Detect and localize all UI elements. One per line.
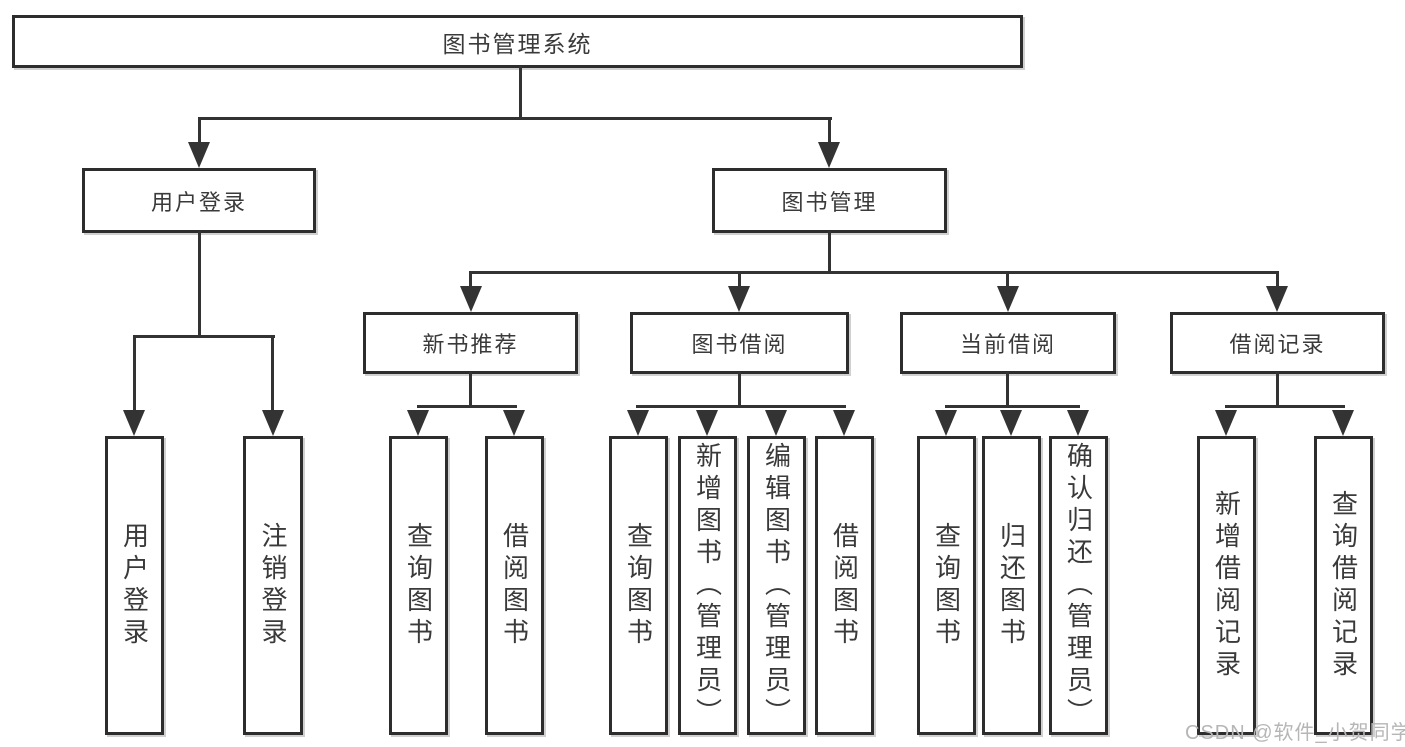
leaf-newbooks-query: 查询图书 [389,436,448,735]
leaf-current-confirm-label: 确认归还（管理员） [1063,441,1094,730]
connector-line [198,231,201,338]
arrowhead-down-icon [1266,286,1288,312]
arrowhead-down-icon [833,410,855,436]
arrowhead-down-icon [728,286,750,312]
connector-line [1225,405,1345,408]
connector-line [469,272,472,286]
arrowhead-down-icon [935,410,957,436]
leaf-current-query: 查询图书 [917,436,976,735]
connector-line [738,272,741,286]
node-user-login-label: 用户登录 [150,189,247,215]
leaf-newbooks-borrow-label: 借阅图书 [499,521,530,650]
connector-line [469,372,472,408]
node-root: 图书管理系统 [12,15,1023,68]
arrowhead-down-icon [262,410,284,436]
arrowhead-down-icon [503,410,525,436]
node-current-borrow: 当前借阅 [900,312,1116,374]
node-book-borrow: 图书借阅 [630,312,849,374]
leaf-newbooks-query-label: 查询图书 [403,521,434,650]
leaf-current-confirm: 确认归还（管理员） [1049,436,1108,735]
leaf-current-return: 归还图书 [982,436,1041,735]
connector-line [945,405,1080,408]
node-new-books: 新书推荐 [363,312,578,374]
leaf-borrow-edit: 编辑图书（管理员） [747,436,806,735]
watermark: CSDN @软件_小贺同学 [1185,722,1405,744]
arrowhead-down-icon [1067,410,1089,436]
arrowhead-down-icon [407,410,429,436]
node-borrow-records-label: 借阅记录 [1229,332,1326,357]
leaf-user-login: 用户登录 [105,436,164,735]
leaf-borrow-add-label: 新增图书（管理员） [692,441,723,730]
leaf-logout: 注销登录 [243,436,303,735]
connector-line [133,335,275,338]
connector-line [519,66,522,119]
leaf-borrow-query: 查询图书 [609,436,668,735]
connector-line [469,271,1279,274]
node-user-login: 用户登录 [82,168,316,233]
node-current-borrow-label: 当前借阅 [959,332,1056,357]
arrowhead-down-icon [1332,410,1354,436]
connector-line [198,117,832,120]
leaf-records-query-label: 查询借阅记录 [1328,489,1359,682]
leaf-borrow-borrow-label: 借阅图书 [829,521,860,650]
arrowhead-down-icon [627,410,649,436]
node-root-label: 图书管理系统 [442,30,593,57]
node-book-borrow-label: 图书借阅 [691,332,788,357]
connector-line [636,405,846,408]
leaf-records-query: 查询借阅记录 [1314,436,1373,735]
node-borrow-records: 借阅记录 [1170,312,1385,374]
leaf-borrow-query-label: 查询图书 [623,521,654,650]
leaf-current-return-label: 归还图书 [996,521,1027,650]
leaf-borrow-add: 新增图书（管理员） [678,436,737,735]
arrowhead-down-icon [123,410,145,436]
leaf-user-login-label: 用户登录 [119,521,150,650]
leaf-borrow-borrow: 借阅图书 [815,436,874,735]
leaf-records-add: 新增借阅记录 [1197,436,1256,735]
leaf-borrow-edit-label: 编辑图书（管理员） [761,441,792,730]
connector-line [1276,272,1279,286]
connector-line [417,405,517,408]
arrowhead-down-icon [818,142,840,168]
connector-line [1276,372,1279,408]
arrowhead-down-icon [765,410,787,436]
arrowhead-down-icon [997,286,1019,312]
leaf-newbooks-borrow: 借阅图书 [485,436,544,735]
node-book-mgmt: 图书管理 [712,168,947,233]
arrowhead-down-icon [696,410,718,436]
connector-line [198,118,201,144]
leaf-current-query-label: 查询图书 [931,521,962,650]
connector-line [738,372,741,408]
connector-line [828,118,831,144]
arrowhead-down-icon [1215,410,1237,436]
connector-line [1006,272,1009,286]
node-new-books-label: 新书推荐 [422,332,519,357]
connector-line [1006,372,1009,408]
connector-line [271,336,274,412]
arrowhead-down-icon [1000,410,1022,436]
node-book-mgmt-label: 图书管理 [781,189,878,215]
connector-line [133,336,136,412]
arrowhead-down-icon [188,142,210,168]
leaf-logout-label: 注销登录 [258,521,288,650]
leaf-records-add-label: 新增借阅记录 [1211,489,1242,682]
connector-line [828,231,831,274]
arrowhead-down-icon [460,286,482,312]
